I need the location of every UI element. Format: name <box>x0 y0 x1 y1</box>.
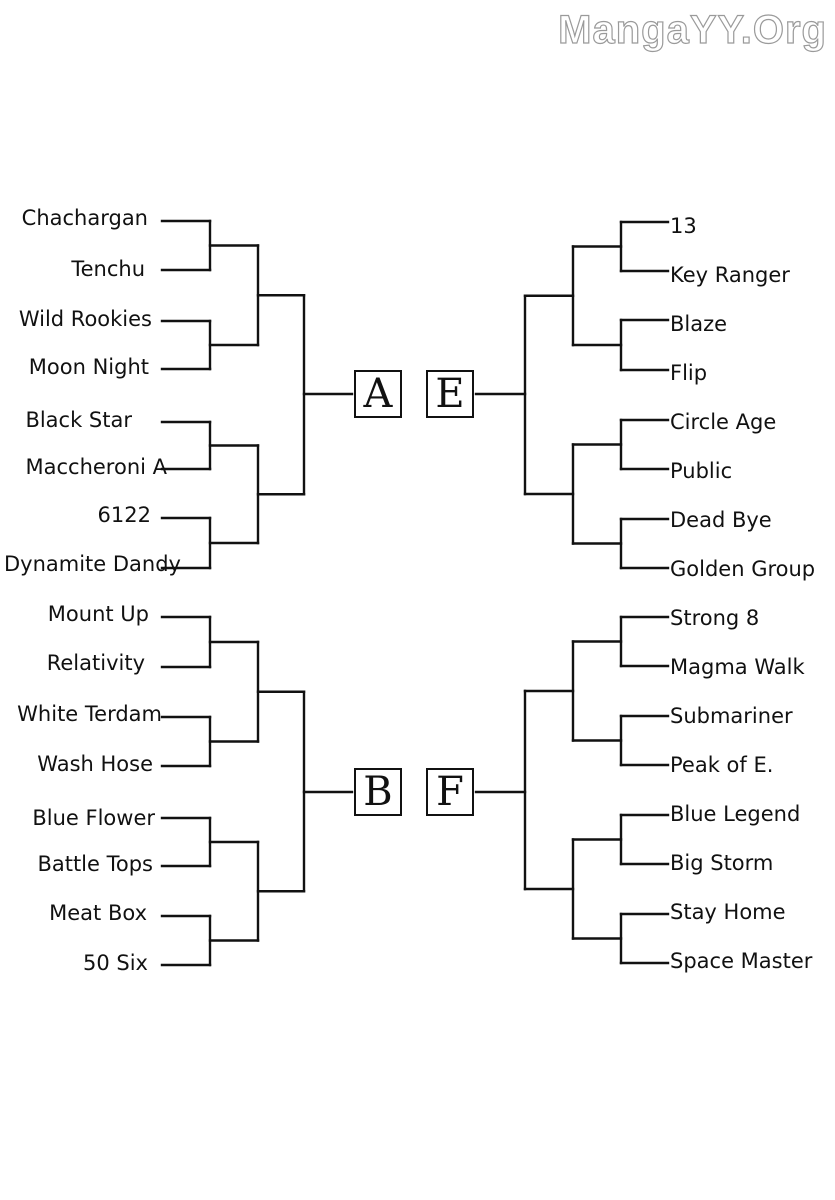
team-f-6: Big Storm <box>670 851 774 875</box>
team-f-8: Space Master <box>670 949 813 973</box>
team-f-1: Strong 8 <box>670 606 760 630</box>
team-e-3: Blaze <box>670 312 728 336</box>
team-a-3: Wild Rookies <box>18 307 152 331</box>
team-e-8: Golden Group <box>670 557 816 581</box>
team-e-6: Public <box>670 459 733 483</box>
team-b-7: Meat Box <box>49 901 147 925</box>
team-e-7: Dead Bye <box>670 508 772 532</box>
team-a-5: Black Star <box>25 408 132 432</box>
group-f-label: F <box>426 768 474 816</box>
team-b-2: Relativity <box>46 651 145 675</box>
team-a-4: Moon Night <box>28 355 149 379</box>
team-b-6: Battle Tops <box>37 852 153 876</box>
team-e-4: Flip <box>670 361 708 385</box>
team-a-6: Maccheroni A <box>25 455 167 479</box>
team-b-3: White Terdam <box>17 702 162 726</box>
team-f-3: Submariner <box>670 704 793 728</box>
team-a-1: Chachargan <box>21 206 148 230</box>
team-b-4: Wash Hose <box>37 752 153 776</box>
team-b-8: 50 Six <box>83 951 148 975</box>
group-b-label: B <box>354 768 402 816</box>
team-a-2: Tenchu <box>71 257 145 281</box>
team-f-5: Blue Legend <box>670 802 801 826</box>
team-e-2: Key Ranger <box>670 263 790 287</box>
team-e-5: Circle Age <box>670 410 777 434</box>
team-b-1: Mount Up <box>47 602 149 626</box>
team-f-7: Stay Home <box>670 900 786 924</box>
group-e-label: E <box>426 370 474 418</box>
team-b-5: Blue Flower <box>32 806 155 830</box>
watermark-logo: MangaYY.Org <box>558 7 827 52</box>
team-a-8: Dynamite Dandy <box>3 552 181 576</box>
team-f-2: Magma Walk <box>670 655 805 679</box>
team-a-7: 6122 <box>97 503 151 527</box>
team-f-4: Peak of E. <box>670 753 774 777</box>
team-e-1: 13 <box>670 214 697 238</box>
group-a-label: A <box>354 370 402 418</box>
